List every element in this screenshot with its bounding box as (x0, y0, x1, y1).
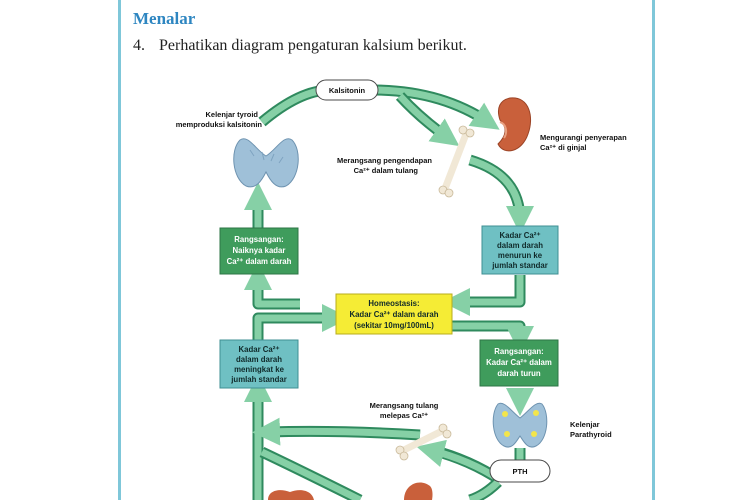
bone-top-label-2: Ca²⁺ dalam tulang (354, 166, 419, 175)
box-stim-high-line-3: Ca²⁺ dalam darah (227, 257, 292, 266)
kidney-icon (497, 97, 532, 152)
box-stim-low-line-3: darah turun (497, 369, 541, 378)
parathyroid-gland-icon (492, 402, 548, 448)
box-increase-line-2: dalam darah (236, 355, 282, 364)
box-stimulus-increase: Rangsangan: Naiknya kadar Ca²⁺ dalam dar… (219, 227, 299, 275)
bone-bottom-label-2: melepas Ca²⁺ (380, 411, 428, 420)
pth-label: PTH (513, 467, 528, 476)
box-stim-low-line-1: Rangsangan: (494, 347, 543, 356)
page-border-right (652, 0, 655, 500)
arrow-kalsitonin-to-bone (395, 92, 460, 147)
thyroid-label-1: Kelenjar tyroid (205, 110, 258, 119)
box-decrease-line-3: menurun ke (498, 251, 543, 260)
parathyroid-label-2: Parathyroid (570, 430, 612, 439)
homeostasis-line-3: (sekitar 10mg/100mL) (354, 321, 434, 330)
arrow-kidney-down (468, 154, 534, 234)
box-decrease-line-1: Kadar Ca²⁺ (500, 231, 541, 240)
arrow-homeostasis-to-stim-low (452, 320, 534, 354)
kalsitonin-pill: Kalsitonin (315, 79, 379, 101)
intestine-icon (268, 490, 314, 500)
box-increase-line-1: Kadar Ca²⁺ (239, 345, 280, 354)
box-stim-high-line-2: Naiknya kadar (233, 246, 286, 255)
box-stimulus-decrease: Rangsangan: Kadar Ca²⁺ dalam darah turun (479, 339, 559, 387)
bone-top-label-1: Merangsang pengendapan (337, 156, 432, 165)
parathyroid-label-1: Kelenjar (570, 420, 600, 429)
box-level-increase: Kadar Ca²⁺ dalam darah meningkat ke juml… (219, 339, 299, 389)
box-increase-line-4: jumlah standar (230, 375, 286, 384)
box-homeostasis: Homeostasis: Kadar Ca²⁺ dalam darah (sek… (335, 293, 453, 335)
bone-icon (438, 125, 475, 198)
arrow-decrease-to-homeostasis (442, 275, 526, 316)
question-number: 4. (133, 37, 145, 54)
page-border-left (118, 0, 121, 500)
box-increase-line-3: meningkat ke (234, 365, 284, 374)
thyroid-gland-icon (233, 138, 299, 188)
arrow-kalsitonin-to-kidney (371, 84, 500, 130)
section-title: Menalar (133, 9, 196, 28)
homeostasis-line-2: Kadar Ca²⁺ dalam darah (349, 310, 438, 319)
arrow-bottom-loop (244, 374, 504, 500)
thyroid-label-2: memproduksi kalsitonin (176, 120, 263, 129)
arrow-stim-up (244, 262, 300, 310)
homeostasis-line-1: Homeostasis: (368, 299, 419, 308)
box-level-decrease: Kadar Ca²⁺ dalam darah menurun ke jumlah… (481, 225, 559, 275)
kidney-label-1: Mengurangi penyerapan (540, 133, 627, 142)
question: 4. Perhatikan diagram pengaturan kalsium … (133, 37, 467, 55)
kidney-bottom-icon (404, 482, 433, 500)
box-stim-high-line-1: Rangsangan: (234, 235, 283, 244)
bone-bottom-icon (395, 423, 452, 461)
pth-pill: PTH (489, 459, 551, 483)
arrow-increase-to-homeostasis (252, 304, 350, 340)
box-decrease-line-2: dalam darah (497, 241, 543, 250)
kidney-label-2: Ca²⁺ di ginjal (540, 143, 586, 152)
kalsitonin-label: Kalsitonin (329, 86, 366, 95)
box-decrease-line-4: jumlah standar (491, 261, 547, 270)
bone-bottom-label-1: Merangsang tulang (370, 401, 439, 410)
box-stim-low-line-2: Kadar Ca²⁺ dalam (486, 358, 552, 367)
question-text: Perhatikan diagram pengaturan kalsium be… (159, 37, 467, 54)
